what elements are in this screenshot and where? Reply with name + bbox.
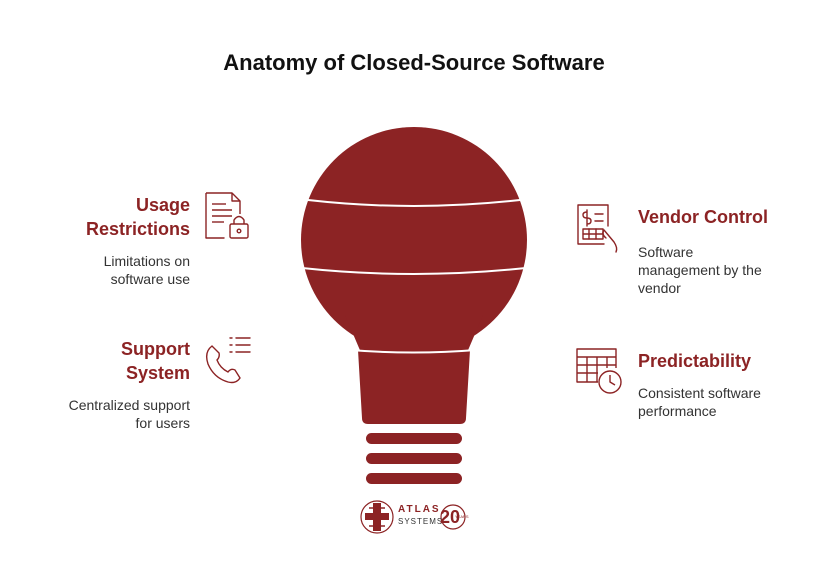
bulb-divider-2: [301, 267, 527, 275]
logo-years-label: YEARS: [455, 514, 469, 519]
atlas-logo-mark: [360, 500, 466, 534]
support-system-desc-line2: for users: [135, 415, 190, 431]
predictability-heading: Predictability: [638, 351, 752, 371]
vendor-control-desc-line2: management by the: [638, 262, 762, 278]
support-system-heading-line2: System: [125, 363, 190, 383]
usage-restrictions-heading: Usage Restrictions: [60, 193, 190, 241]
usage-restrictions-desc: Limitations on software use: [40, 252, 190, 288]
support-system-heading-line1: Support: [121, 339, 190, 359]
invoice-hand-icon: [577, 204, 618, 253]
support-system-desc: Centralized support for users: [30, 396, 190, 432]
bulb-thread-1: [366, 433, 462, 444]
vendor-control-heading: Vendor Control: [638, 207, 768, 227]
predictability-desc-line2: performance: [638, 403, 717, 419]
phone-list-icon: [205, 337, 251, 384]
vendor-control-desc: Software management by the vendor: [638, 243, 808, 297]
bulb-divider-1: [307, 199, 521, 207]
usage-restrictions-heading-line1: Usage: [135, 195, 190, 215]
logo-years-number: 20: [440, 507, 461, 527]
usage-restrictions-desc-line2: software use: [110, 271, 190, 287]
bulb-thread-2: [366, 453, 462, 464]
predictability-desc: Consistent software performance: [638, 384, 808, 420]
page-title: Anatomy of Closed-Source Software: [223, 50, 605, 75]
predictability-desc-line1: Consistent software: [638, 385, 761, 401]
vendor-control-desc-line1: Software: [638, 244, 694, 260]
bulb-divider-3: [349, 349, 477, 354]
logo-systems-text: SYSTEMS: [398, 517, 444, 526]
document-lock-icon: [205, 192, 249, 239]
support-system-desc-line1: Centralized support: [68, 397, 190, 413]
bulb-globe: [301, 127, 527, 353]
bulb-base: [358, 350, 470, 424]
usage-restrictions-heading-line2: Restrictions: [85, 219, 190, 239]
atlas-systems-logo: ATLAS SYSTEMS 20 YEARS: [360, 499, 470, 542]
usage-restrictions-desc-line1: Limitations on: [103, 253, 190, 269]
logo-atlas-text: ATLAS: [398, 504, 441, 515]
bulb-thread-3: [366, 473, 462, 484]
bulb-neck: [345, 315, 483, 355]
calendar-clock-icon: [576, 348, 622, 394]
support-system-heading: Support System: [60, 337, 190, 385]
vendor-control-desc-line3: vendor: [638, 280, 681, 296]
